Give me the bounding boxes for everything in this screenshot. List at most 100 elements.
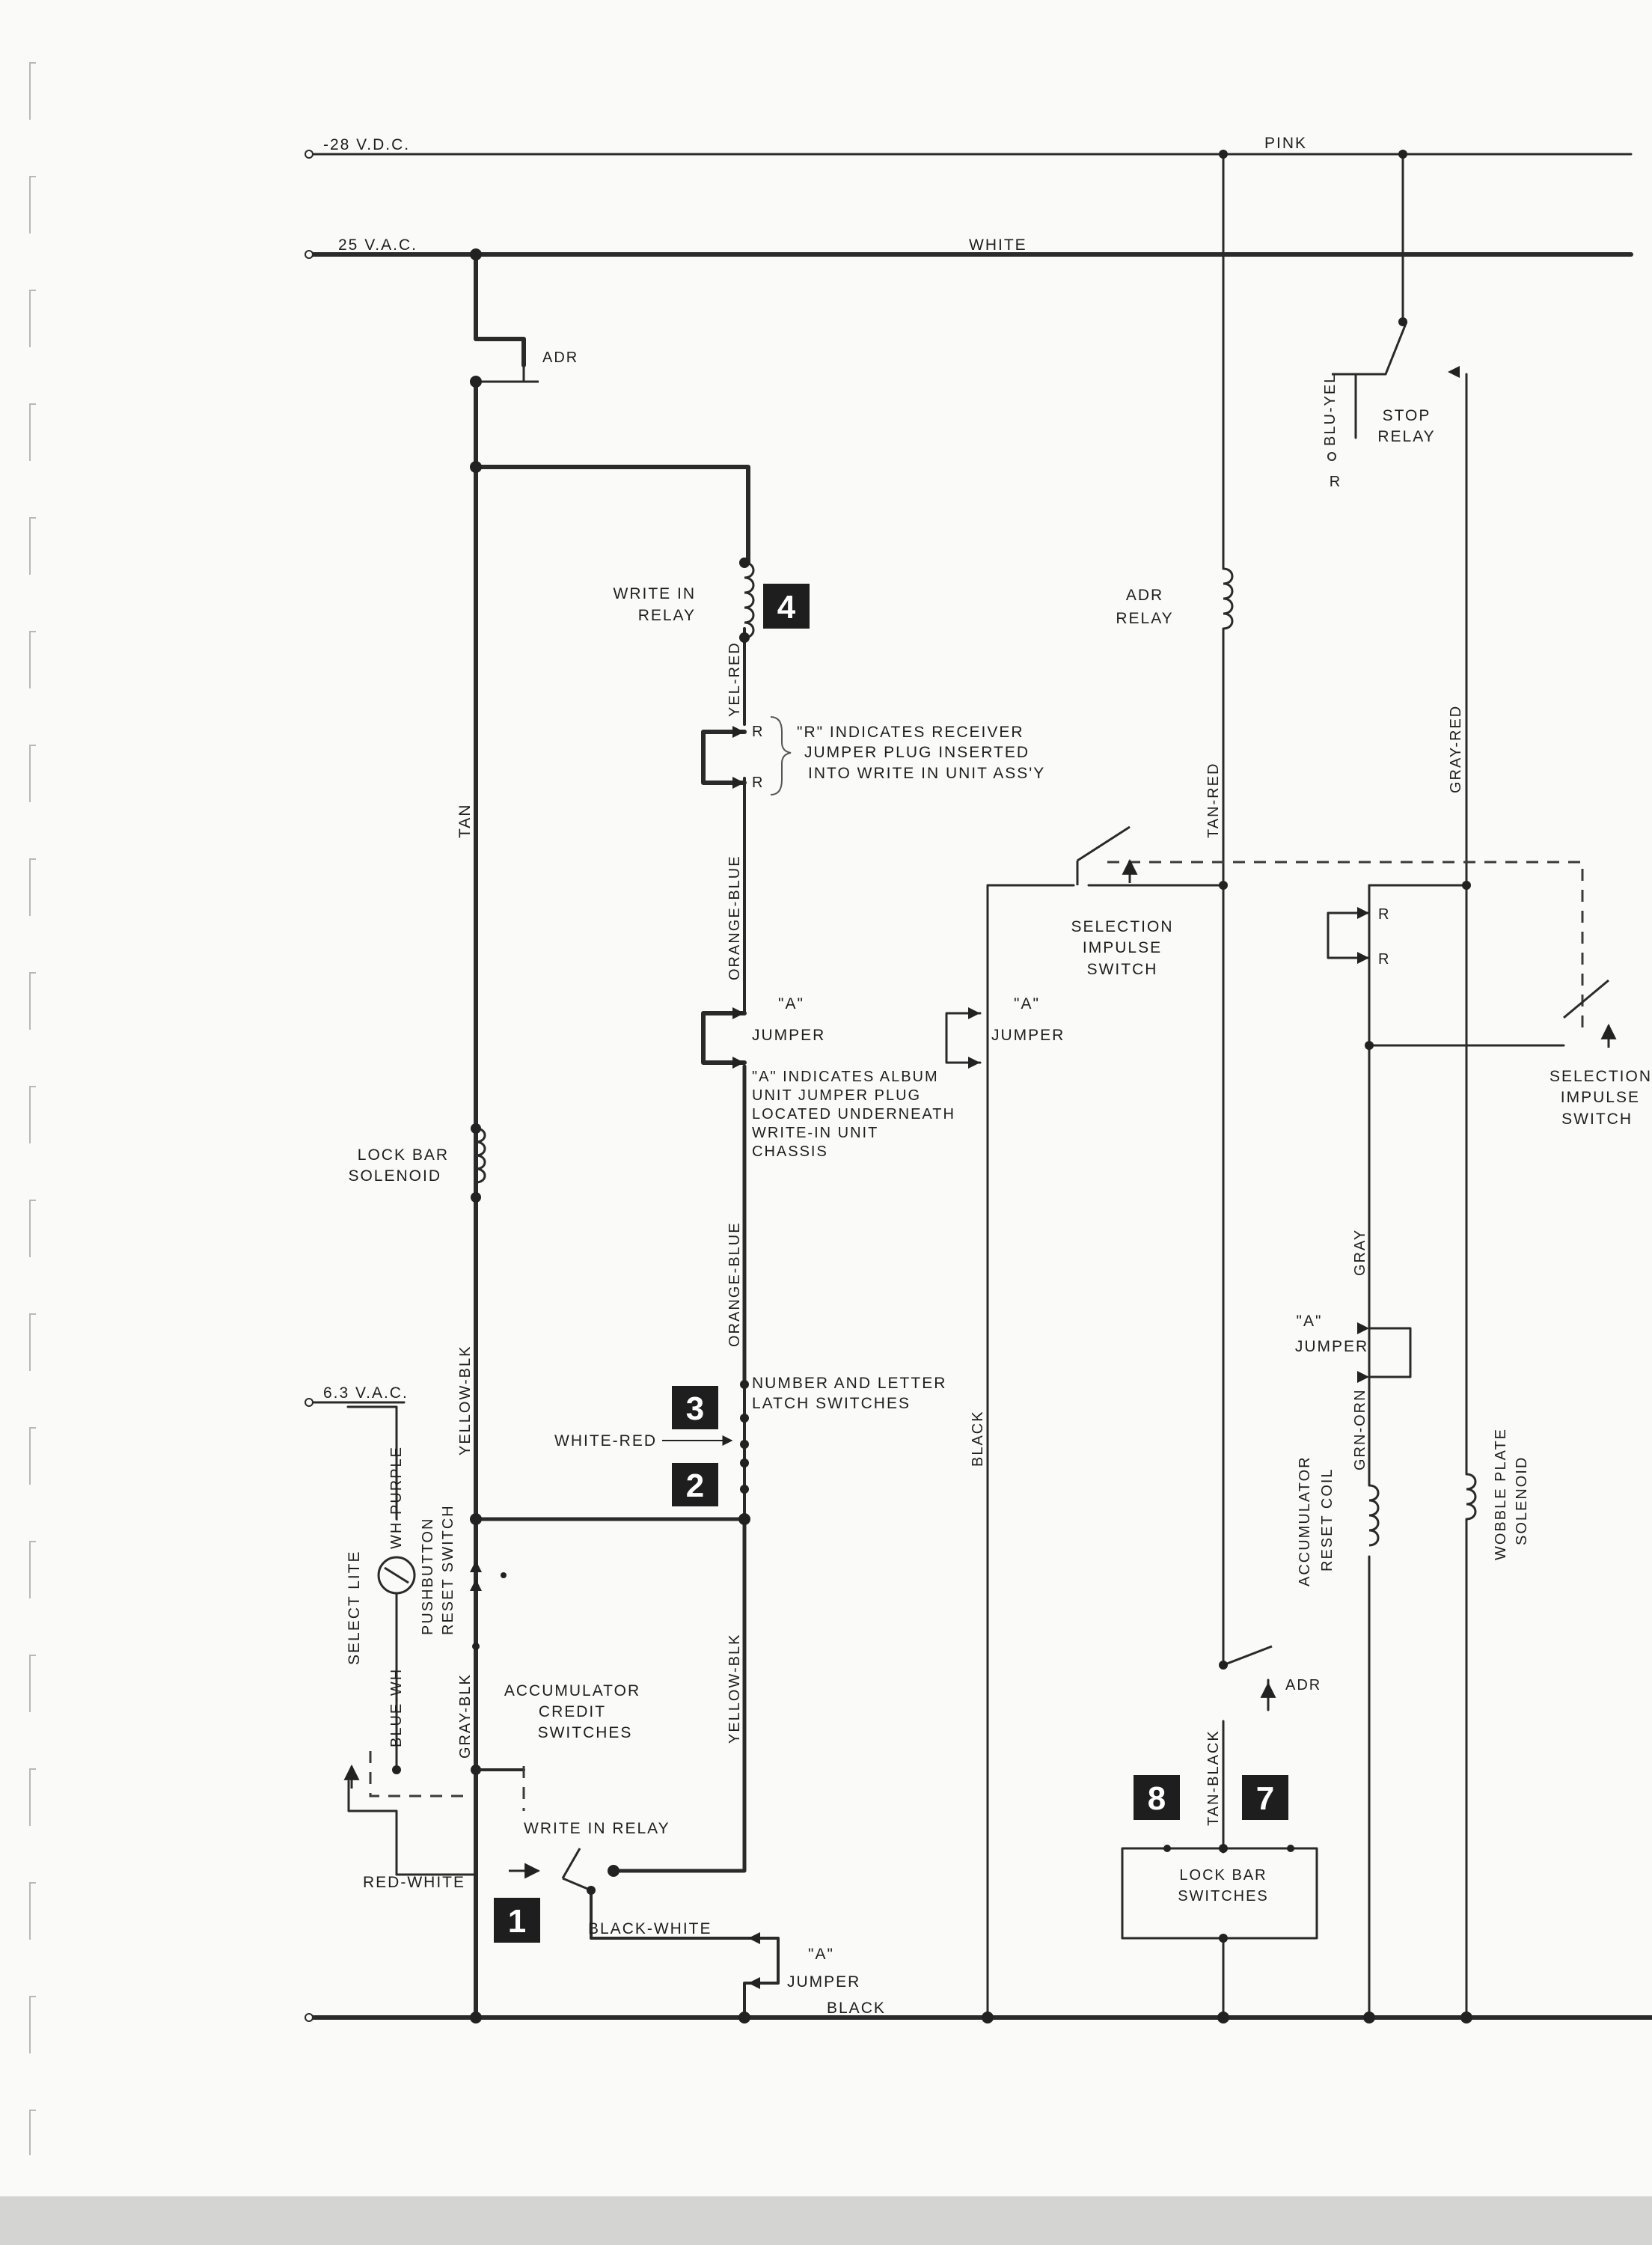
label-blue-wh: BLUE-WH [388, 1668, 405, 1747]
select-lite-bulb [377, 1556, 416, 1595]
label-gray-blk: GRAY-BLK [457, 1673, 474, 1759]
scan-edge-strip [0, 2196, 1652, 2245]
label-gray: GRAY [1352, 1229, 1368, 1276]
write-in-relay-contact [561, 1848, 581, 1879]
label-wobble-2: SOLENOID [1514, 1456, 1530, 1545]
label-wh-purple: WH-PURPLE [388, 1446, 405, 1549]
badge-3: 3 [686, 1390, 704, 1427]
label-blu-yel: BLU-YEL [1322, 373, 1339, 446]
label-write-in-relay-2: WRITE IN RELAY [524, 1820, 670, 1837]
labels: -28 V.D.C. 25 V.A.C. 6.3 V.A.C. PINK WHI… [323, 135, 1651, 2017]
label-a-note-5: CHASSIS [752, 1143, 828, 1160]
label-a-note-2: UNIT JUMPER PLUG [752, 1087, 921, 1104]
label-adr-relay-2: RELAY [1116, 610, 1173, 627]
label-a-jumper-2a: "A" [1014, 995, 1040, 1012]
label-number-letter-2: LATCH SWITCHES [752, 1395, 911, 1412]
jumper-arrows [470, 366, 1460, 1989]
number-badges: 4 3 2 1 8 7 [494, 584, 1288, 1943]
label-black-white: BLACK-WHITE [588, 1920, 712, 1937]
switch-contacts [343, 321, 1617, 1892]
label-pushbutton-2: RESET SWITCH [440, 1504, 456, 1635]
label-white: WHITE [969, 236, 1027, 254]
label-black-bottom: BLACK [827, 2000, 886, 2017]
label-yellow-blk-2: YELLOW-BLK [726, 1634, 743, 1744]
stop-relay-contact [1384, 321, 1408, 375]
badge-7: 7 [1256, 1780, 1274, 1817]
label-orange-blue-1: ORANGE-BLUE [726, 855, 743, 980]
adr-top-contact [509, 365, 539, 383]
label-orange-blue-2: ORANGE-BLUE [726, 1221, 743, 1347]
label-number-letter-1: NUMBER AND LETTER [752, 1375, 946, 1392]
label-25vac: 25 V.A.C. [338, 236, 417, 254]
label-28vdc: -28 V.D.C. [323, 136, 410, 153]
label-r-c: R [1378, 906, 1390, 923]
binder-hole-marks [29, 62, 36, 2155]
selection-impulse-switch-left [1077, 825, 1131, 862]
wire-tan [474, 252, 526, 1131]
label-a-jumper-4a: "A" [808, 1946, 834, 1963]
label-tan-red: TAN-RED [1205, 763, 1222, 838]
selection-impulse-switch-right [1563, 979, 1609, 1019]
label-pink: PINK [1264, 135, 1307, 152]
label-stop-relay-2: RELAY [1377, 428, 1435, 445]
adr-switch-bottom [1223, 1645, 1273, 1667]
label-acc-reset-1: ACCUMULATOR [1297, 1456, 1313, 1586]
label-sel-impulse-1b: IMPULSE [1083, 939, 1162, 956]
coils [475, 561, 1477, 1547]
label-a-jumper-4b: JUMPER [787, 1973, 860, 1991]
label-write-in-relay-1: WRITE IN [614, 585, 697, 602]
label-black-mid: BLACK [970, 1410, 986, 1467]
label-r-note-1: "R" INDICATES RECEIVER [797, 724, 1024, 741]
label-yel-red: YEL-RED [726, 641, 743, 717]
label-lock-bar-1: LOCK BAR [358, 1146, 449, 1164]
label-sel-impulse-1c: SWITCH [1087, 961, 1158, 978]
badge-8: 8 [1148, 1780, 1166, 1817]
label-lock-bar-sw-1: LOCK BAR [1179, 1867, 1267, 1884]
junction-dots [392, 150, 1472, 2023]
label-acc-credit-3: SWITCHES [538, 1724, 633, 1741]
label-wobble-1: WOBBLE PLATE [1493, 1428, 1509, 1560]
label-yellow-blk-1: YELLOW-BLK [457, 1346, 474, 1456]
label-a-jumper-1a: "A" [778, 995, 804, 1012]
label-white-red: WHITE-RED [554, 1432, 657, 1450]
label-sel-impulse-1a: SELECTION [1071, 918, 1173, 935]
coil-wobble-plate [1466, 1473, 1477, 1521]
mechanical-links [369, 861, 1584, 1811]
badge-2: 2 [686, 1467, 704, 1504]
label-sel-impulse-2c: SWITCH [1561, 1111, 1633, 1128]
label-write-in-relay-2: RELAY [638, 607, 696, 624]
label-r-note-3: INTO WRITE IN UNIT ASS'Y [808, 765, 1045, 782]
r-note-brace [770, 716, 792, 795]
label-a-note-4: WRITE-IN UNIT [752, 1125, 878, 1141]
terminals [305, 150, 1336, 2022]
label-sel-impulse-2b: IMPULSE [1561, 1089, 1640, 1106]
label-a-note-3: LOCATED UNDERNEATH [752, 1106, 955, 1122]
coil-adr-relay [1223, 567, 1234, 630]
label-grn-orn: GRN-ORN [1352, 1388, 1368, 1470]
label-r-d: R [1378, 951, 1390, 968]
badge-1: 1 [508, 1903, 526, 1940]
label-acc-credit-1: ACCUMULATOR [504, 1682, 640, 1699]
coil-accumulator-reset [1368, 1484, 1380, 1547]
label-lock-bar-2: SOLENOID [348, 1167, 441, 1185]
label-stop-relay-1: STOP [1383, 407, 1431, 424]
label-select-lite: SELECT LITE [346, 1551, 363, 1666]
label-pushbutton-1: PUSHBUTTON [420, 1518, 436, 1635]
label-r-a: R [752, 724, 764, 740]
label-red-white: RED-WHITE [363, 1874, 465, 1891]
label-r-note-2: JUMPER PLUG INSERTED [804, 744, 1030, 761]
label-a-jumper-3a: "A" [1297, 1313, 1323, 1330]
label-a-jumper-3b: JUMPER [1295, 1338, 1368, 1355]
coil-write-in-relay [744, 561, 755, 639]
label-acc-reset-2: RESET COIL [1319, 1467, 1336, 1572]
label-r-b: R [752, 775, 764, 791]
label-a-jumper-1b: JUMPER [752, 1027, 825, 1044]
label-a-jumper-2b: JUMPER [991, 1027, 1065, 1044]
label-r-stop: R [1330, 474, 1342, 490]
label-a-note-1: "A" INDICATES ALBUM [752, 1069, 939, 1085]
label-lock-bar-sw-2: SWITCHES [1178, 1888, 1269, 1905]
label-adr-top: ADR [542, 349, 578, 366]
label-63vac: 6.3 V.A.C. [323, 1384, 409, 1402]
label-adr-relay-1: ADR [1126, 587, 1163, 604]
